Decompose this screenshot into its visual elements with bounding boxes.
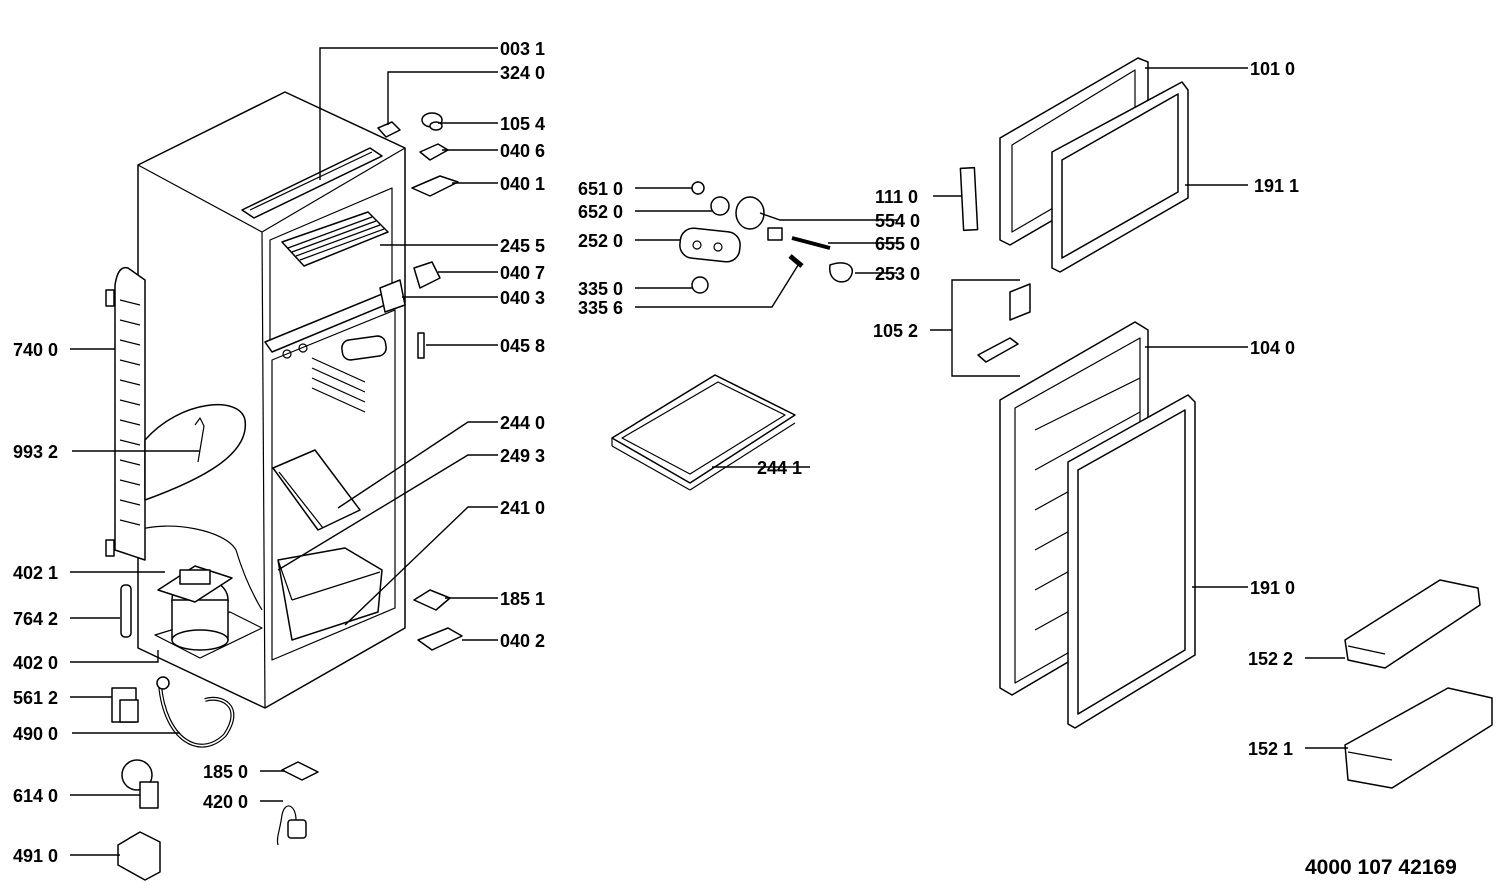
- middle-hinge: [379, 279, 406, 313]
- freezer-door-handle: [959, 166, 979, 232]
- label-6510: 651 0: [578, 179, 623, 199]
- label-1521: 152 1: [1248, 739, 1293, 759]
- label-6550: 655 0: [875, 234, 920, 254]
- top-hinge-bracket: [419, 143, 449, 161]
- door-stop-lower: [977, 337, 1019, 363]
- label-6520: 652 0: [578, 202, 623, 222]
- label-0401: 040 1: [500, 174, 545, 194]
- leader-lines: [70, 47, 1348, 856]
- label-9932: 993 2: [13, 442, 58, 462]
- door-shelf-lower: [1344, 687, 1493, 789]
- capacitor: [276, 805, 307, 846]
- fridge-door-gasket: [1067, 394, 1196, 729]
- label-1910: 191 0: [1250, 578, 1295, 598]
- label-2520: 252 0: [578, 231, 623, 251]
- refrigerator-cabinet: [137, 91, 406, 709]
- label-1054: 105 4: [500, 114, 545, 134]
- label-1110: 111 0: [875, 187, 918, 207]
- part-labels: 003 1 324 0 105 4 040 6 040 1 245 5 040 …: [13, 39, 1457, 879]
- label-6140: 614 0: [13, 786, 58, 806]
- label-7642: 764 2: [13, 609, 58, 629]
- label-0402: 040 2: [500, 631, 545, 651]
- power-cord: [158, 684, 235, 748]
- hinge-cover-part: [377, 121, 401, 138]
- filter-drier: [120, 584, 132, 638]
- label-2493: 249 3: [500, 446, 545, 466]
- freezer-door-gasket: [1051, 81, 1189, 273]
- label-5540: 554 0: [875, 211, 920, 231]
- label-4910: 491 0: [13, 846, 58, 866]
- condenser-coil: [105, 266, 146, 561]
- label-1010: 101 0: [1250, 59, 1295, 79]
- overload-protector: [121, 759, 159, 809]
- label-2530: 253 0: [875, 264, 920, 284]
- door-stop-upper: [1009, 283, 1031, 321]
- label-0031: 003 1: [500, 39, 545, 59]
- start-relay: [111, 687, 139, 723]
- label-0406: 040 6: [500, 141, 545, 161]
- thermostat-group: [679, 181, 853, 294]
- top-hinge: [411, 175, 459, 197]
- label-3240: 324 0: [500, 63, 545, 83]
- relay-cover: [117, 831, 161, 881]
- label-2440: 244 0: [500, 413, 545, 433]
- compressor: [157, 565, 233, 651]
- middle-hinge-upper: [413, 261, 441, 289]
- label-4020: 402 0: [13, 653, 58, 673]
- drain-pan-region: [144, 403, 246, 501]
- label-2410: 241 0: [500, 498, 545, 518]
- freezer-shelf-tray: [611, 374, 796, 491]
- hinge-pin: [417, 332, 425, 359]
- label-4200: 420 0: [203, 792, 248, 812]
- label-4021: 402 1: [13, 563, 58, 583]
- door-shelf-upper: [1344, 579, 1481, 669]
- label-0458: 045 8: [500, 336, 545, 356]
- label-1911: 191 1: [1254, 176, 1299, 196]
- leveling-foot-plate: [413, 589, 451, 611]
- label-0407: 040 7: [500, 263, 545, 283]
- label-1851: 185 1: [500, 589, 545, 609]
- label-1040: 104 0: [1250, 338, 1295, 358]
- power-cord-inner: [159, 684, 234, 747]
- label-1522: 152 2: [1248, 649, 1293, 669]
- label-1052: 105 2: [873, 321, 918, 341]
- label-3356: 335 6: [578, 298, 623, 318]
- label-0403: 040 3: [500, 288, 545, 308]
- foot-plate: [281, 761, 319, 781]
- hinge-cap-part: [421, 112, 443, 131]
- document-number: 4000 107 42169: [1305, 856, 1457, 879]
- label-7400: 740 0: [13, 340, 58, 360]
- label-1850: 185 0: [203, 762, 248, 782]
- bottom-hinge: [417, 627, 463, 651]
- label-2455: 245 5: [500, 236, 545, 256]
- power-plug: [156, 676, 170, 690]
- label-5612: 561 2: [13, 688, 58, 708]
- label-4900: 490 0: [13, 724, 58, 744]
- label-3350: 335 0: [578, 279, 623, 299]
- label-2441: 244 1: [757, 458, 802, 478]
